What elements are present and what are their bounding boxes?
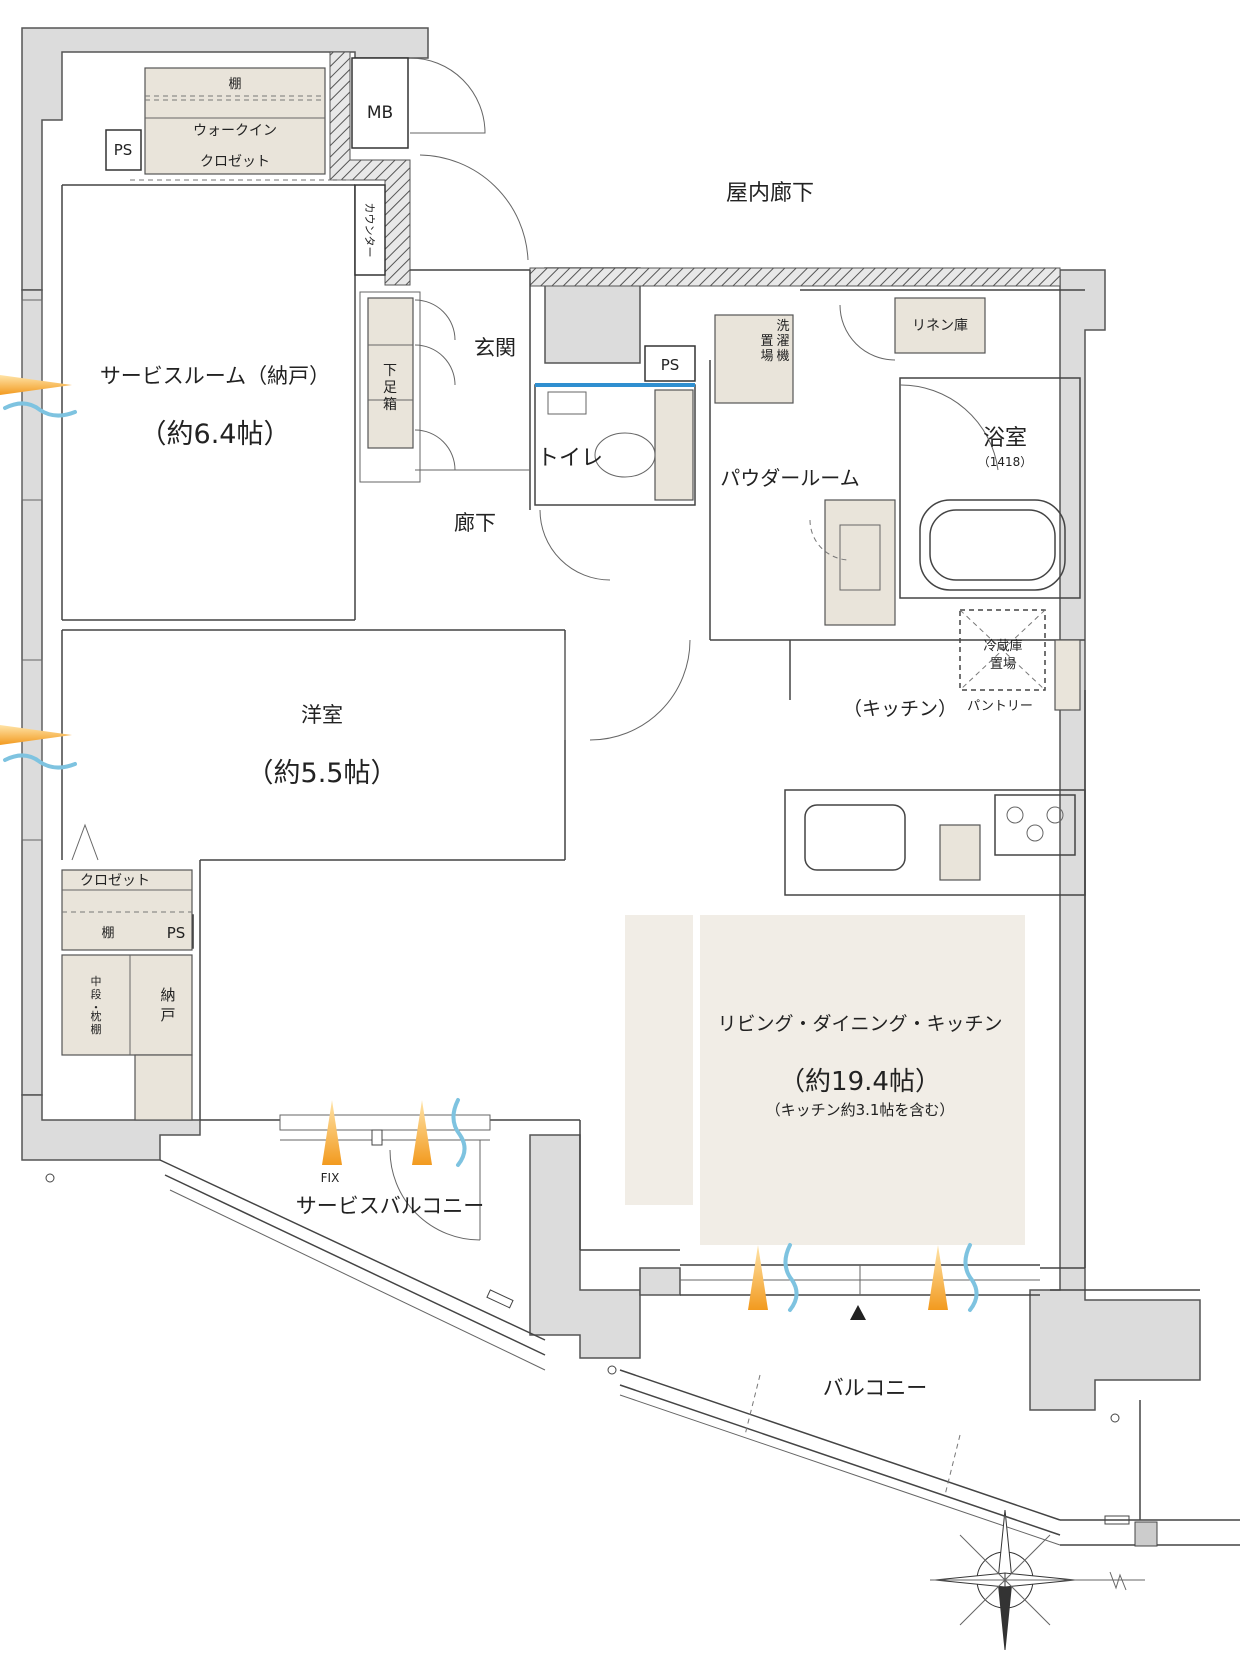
walkin-line1-label: ウォークイン <box>193 123 277 139</box>
counter-box <box>354 184 386 276</box>
entrance-doors <box>409 57 530 471</box>
ldk-floor <box>700 915 1025 1245</box>
indoor-corridor-label: 屋内廊下 <box>726 181 814 206</box>
linen-label: リネン庫 <box>912 317 968 334</box>
service-balcony-rail <box>159 1159 546 1371</box>
mb-box <box>351 57 409 149</box>
balcony-rail <box>619 1369 1240 1547</box>
western-room-size: （約5.5帖） <box>247 758 398 789</box>
shaft-walls <box>329 51 1061 287</box>
column-marks <box>45 1173 1120 1423</box>
toilet-room <box>534 383 696 581</box>
walkin-shelf-label: 棚 <box>228 77 241 92</box>
ldk-size: （約19.4帖） <box>779 1067 941 1097</box>
kitchen-counter <box>784 789 1086 896</box>
shoe-box <box>359 291 421 483</box>
fridge-pantry <box>959 609 1081 711</box>
western-room-label: 洋室 <box>301 703 343 727</box>
nando-label: 納戸 <box>160 986 175 1024</box>
service-room-size: （約6.4帖） <box>140 419 291 450</box>
service-room-label: サービスルーム（納戸） <box>100 364 330 388</box>
service-balcony-window <box>279 1114 491 1241</box>
powder-room-label: パウダールーム <box>720 466 859 490</box>
counter-label: カウンター <box>363 203 376 258</box>
walkin-line2-label: クロゼット <box>200 154 270 170</box>
ldk-label: リビング・ダイニング・キッチン <box>717 1013 1002 1035</box>
bathroom-label: 浴室 <box>983 426 1027 451</box>
pantry-label: パントリー <box>967 699 1033 714</box>
breeze-indicators <box>0 375 979 1312</box>
ldk-note: （キッチン約3.1帖を含む） <box>766 1101 955 1119</box>
entrance-label: 玄関 <box>474 336 516 360</box>
compass-icon <box>930 1509 1145 1651</box>
shoe-box-label: 下足箱 <box>383 363 397 413</box>
fix-label: FIX <box>321 1171 340 1185</box>
mid-shelf-label: 中段・枕棚 <box>91 975 102 1036</box>
ps-label-1: PS <box>114 141 133 159</box>
corridor-label: 廊下 <box>454 511 496 535</box>
balcony-label: バルコニー <box>823 1376 928 1400</box>
left-windows <box>21 299 43 841</box>
toilet-label: トイレ <box>537 446 603 471</box>
kitchen-label: （キッチン） <box>843 698 957 720</box>
service-balcony-label: サービスバルコニー <box>296 1194 485 1218</box>
internal-doors <box>564 639 691 741</box>
washer-label: 洗濯機置場 <box>760 319 789 364</box>
ps-label-2: PS <box>661 356 680 374</box>
ldk-window <box>680 1264 1040 1320</box>
vanity <box>809 499 896 626</box>
linen-storage <box>839 297 986 361</box>
washer-area <box>714 314 794 404</box>
bathroom-size: （1418） <box>978 455 1033 469</box>
ps-box-1 <box>105 129 142 171</box>
fridge-label: 冷蔵庫置場 <box>983 639 1022 672</box>
closet-label: クロゼット <box>80 873 150 889</box>
closet-shelf-label: 棚 <box>101 926 114 941</box>
ps-box-2 <box>644 345 696 382</box>
walls <box>21 27 1201 1411</box>
mb-label: MB <box>367 103 393 123</box>
closet-nando <box>61 823 193 1121</box>
bathroom-area <box>899 377 1081 599</box>
walkin-closet <box>130 67 350 181</box>
ps-label-3: PS <box>167 924 186 942</box>
ldk-floor-strip <box>625 915 693 1205</box>
